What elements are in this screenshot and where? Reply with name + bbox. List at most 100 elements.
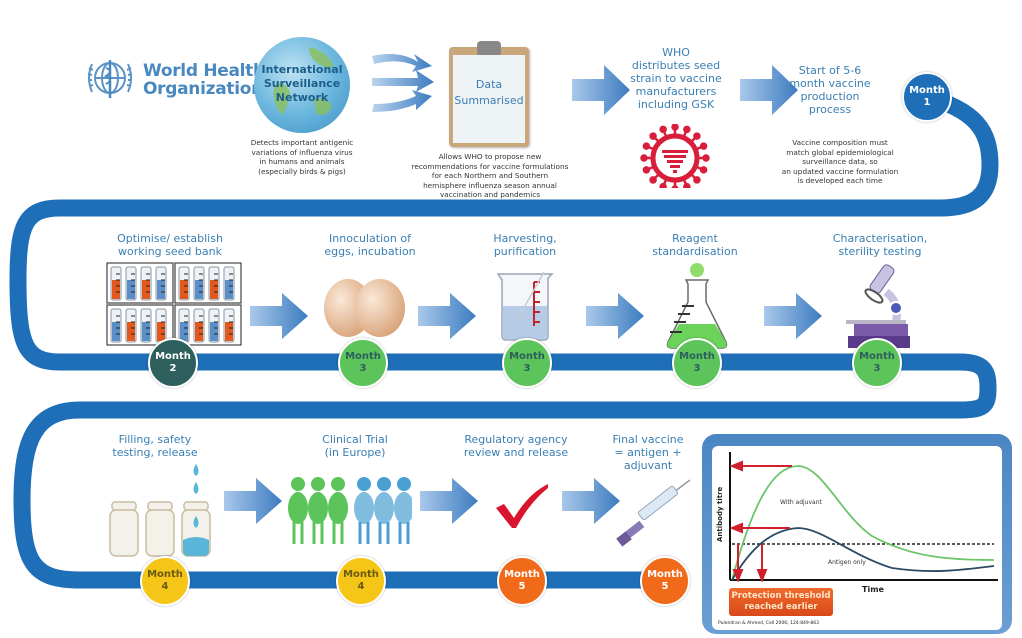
protection-threshold-callout: Protection threshold reached earlier (729, 588, 833, 616)
virus-spike-tip (699, 166, 708, 174)
badge-label: Month (909, 85, 945, 96)
virus-spike-tip (699, 142, 708, 150)
test-tube-liquid (142, 322, 150, 341)
virus-spike-tip (683, 182, 691, 188)
step-title-clinical-trial: Clinical Trial (in Europe) (300, 433, 410, 459)
clipboard-icon: Data Summarised (449, 41, 529, 147)
title-line: Reagent (672, 232, 718, 245)
virus-spike-tip (659, 125, 667, 134)
syringe-icon (616, 479, 691, 547)
title-line: manufacturers (635, 85, 717, 98)
month-badge-2: Month 2 (148, 338, 198, 388)
title-line: month vaccine (789, 77, 871, 90)
badge-label: Month (509, 351, 545, 362)
globe-title-line2: Surveillance (263, 77, 341, 90)
badge-number: 4 (161, 581, 169, 592)
surveillance-description: Detects important antigenic variations o… (232, 138, 372, 176)
virus-spike-tip (642, 142, 651, 150)
person-figure (394, 477, 412, 544)
badge-label: Month (859, 351, 895, 362)
person-figure (354, 477, 374, 544)
person-figure (374, 477, 394, 544)
title-line: distributes seed (631, 59, 721, 72)
test-tube-liquid (157, 322, 165, 341)
continents-icon (273, 47, 334, 115)
test-tube-liquid (112, 280, 120, 299)
title-line: Data (475, 78, 503, 91)
flow-arrow-icon (224, 478, 282, 524)
desc-line: (especially birds & pigs) (258, 166, 346, 176)
desc-line: surveillance data, so (802, 157, 878, 166)
title-line: working seed bank (118, 245, 222, 258)
month-badge-3-eggs: Month 3 (338, 338, 388, 388)
virus-spike-tip (671, 185, 679, 188)
antigen-label: Antigen only (828, 559, 866, 566)
title-line: Final vaccine (612, 433, 684, 446)
title-line: Innoculation of (329, 232, 411, 245)
month-badge-5-regulatory: Month 5 (497, 556, 547, 606)
flow-arrow-icon (764, 293, 822, 339)
title-line: = antigen + (614, 446, 682, 459)
title-line: strain to vaccine (630, 72, 722, 85)
beaker-icon (496, 271, 554, 341)
test-tube-liquid (127, 322, 135, 341)
test-tube-liquid (180, 322, 188, 341)
desc-line: is developed each time (797, 176, 883, 185)
month-badge-4-filling: Month 4 (140, 556, 190, 606)
y-axis-label: Antibody titre (716, 486, 724, 542)
title-line: Characterisation, (832, 232, 928, 245)
flow-arrow-icon (418, 293, 476, 339)
virus-spike-tip (640, 154, 648, 162)
desc-line: for each Northern and Southern (431, 171, 549, 180)
desc-line: hemisphere influenza season annual (423, 180, 557, 190)
month-badge-4-clinical: Month 4 (336, 556, 386, 606)
step-title-seed-bank: Optimise/ establish working seed bank (110, 232, 230, 258)
badge-label: Month (647, 569, 683, 580)
virus-spike-tip (642, 166, 651, 174)
desc-line: Vaccine composition must (792, 138, 888, 147)
virus-spike-tip (702, 154, 710, 162)
title-line: process (808, 103, 852, 116)
step-title-filling: Filling, safety testing, release (100, 433, 210, 459)
test-tube-liquid (225, 322, 233, 341)
badge-number: 5 (518, 581, 526, 592)
badge-label: Month (147, 569, 183, 580)
flow-arrow-icon (250, 293, 308, 339)
step-title-eggs: Innoculation of eggs, incubation (310, 232, 430, 258)
title-line: (in Europe) (324, 446, 386, 459)
flow-arrow-icon (586, 293, 644, 339)
badge-label: Month (155, 351, 191, 362)
who-emblem-icon (87, 60, 133, 98)
virus-spike-tip (649, 132, 657, 140)
title-line: Harvesting, (493, 232, 557, 245)
antigen-curve (731, 527, 995, 581)
badge-label: Month (345, 351, 381, 362)
test-tube-liquid (210, 322, 218, 341)
step-title-characterisation: Characterisation, sterility testing (820, 232, 940, 258)
title-line: Clinical Trial (322, 433, 388, 446)
step-title-reagent: Reagent standardisation (640, 232, 750, 258)
title-line: Start of 5-6 (798, 64, 862, 77)
virus-icon (640, 124, 710, 188)
badge-label: Month (504, 569, 540, 580)
badge-number: 3 (873, 363, 881, 374)
data-summarised-description: Allows WHO to propose new recommendation… (395, 152, 585, 200)
badge-number: 3 (693, 363, 701, 374)
title-line: Filling, safety (118, 433, 192, 446)
test-tube-rack-icon (106, 262, 242, 346)
badge-number: 1 (923, 97, 931, 108)
globe-icon: International Surveillance Network (254, 37, 350, 133)
title-line: WHO (662, 46, 690, 59)
test-tube-liquid (180, 280, 188, 299)
person-figure (328, 477, 348, 544)
title-line: sterility testing (838, 245, 922, 258)
month-badge-5-final: Month 5 (640, 556, 690, 606)
title-line: Summarised (454, 94, 524, 107)
flow-arrow-icon (572, 65, 630, 115)
distribution-title: WHO distributes seed strain to vaccine m… (620, 46, 732, 111)
desc-line: recommendations for vaccine formulations (411, 161, 569, 171)
month-badge-3-characterisation: Month 3 (852, 338, 902, 388)
title-line: review and release (463, 446, 569, 459)
title-line: testing, release (112, 446, 198, 459)
